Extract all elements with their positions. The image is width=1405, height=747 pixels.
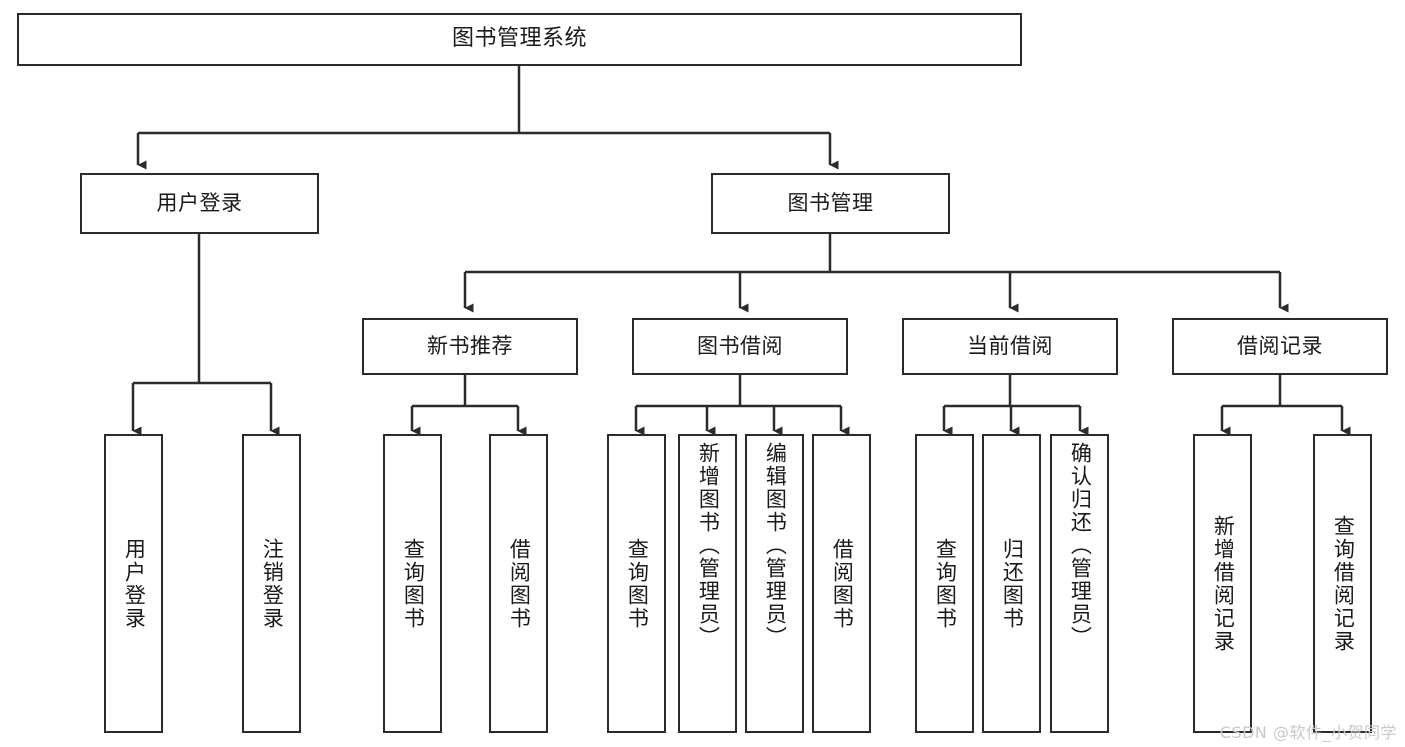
watermark-text: CSDN @软件_小贺同学 [1219, 723, 1397, 742]
node-label: 图书借阅 [697, 333, 783, 358]
node-root-book-management-system[interactable]: 图书管理系统 [17, 13, 1022, 66]
node-label: 查询借阅记录 [1331, 514, 1356, 653]
node-label: 新书推荐 [427, 333, 513, 358]
node-label: 查询图书 [933, 537, 958, 630]
node-user-login[interactable]: 用户登录 [80, 173, 319, 234]
node-leaf-confirm-return-admin[interactable]: 确认归还（管理员） [1050, 434, 1109, 733]
node-label: 确认归还（管理员） [1068, 442, 1093, 649]
node-current-borrow[interactable]: 当前借阅 [902, 318, 1118, 375]
node-leaf-query-book-current[interactable]: 查询图书 [915, 434, 974, 733]
node-leaf-return-book[interactable]: 归还图书 [982, 434, 1041, 733]
node-label: 编辑图书（管理员） [763, 442, 788, 649]
node-label: 借阅图书 [830, 537, 855, 630]
node-label: 借阅记录 [1237, 333, 1323, 358]
node-new-book-recommend[interactable]: 新书推荐 [362, 318, 578, 375]
node-leaf-edit-book-admin[interactable]: 编辑图书（管理员） [745, 434, 804, 733]
node-leaf-query-book-recommend[interactable]: 查询图书 [383, 434, 442, 733]
node-leaf-add-borrow-record[interactable]: 新增借阅记录 [1193, 434, 1252, 733]
node-borrow-record[interactable]: 借阅记录 [1172, 318, 1388, 375]
node-label: 新增图书（管理员） [696, 442, 721, 649]
node-label: 新增借阅记录 [1211, 514, 1236, 653]
node-leaf-query-borrow-record[interactable]: 查询借阅记录 [1313, 434, 1372, 733]
node-label: 用户登录 [122, 537, 147, 630]
node-label: 当前借阅 [967, 333, 1053, 358]
node-label: 借阅图书 [507, 537, 532, 630]
node-label: 图书管理 [787, 190, 874, 215]
node-book-borrow[interactable]: 图书借阅 [632, 318, 848, 375]
node-label: 图书管理系统 [451, 26, 587, 52]
node-label: 查询图书 [625, 537, 650, 630]
node-leaf-user-login[interactable]: 用户登录 [104, 434, 163, 733]
node-leaf-logout[interactable]: 注销登录 [242, 434, 301, 733]
node-label: 归还图书 [1000, 537, 1025, 630]
node-label: 用户登录 [156, 190, 243, 215]
node-leaf-query-book-borrow[interactable]: 查询图书 [607, 434, 666, 733]
node-leaf-add-book-admin[interactable]: 新增图书（管理员） [678, 434, 737, 733]
node-label: 查询图书 [401, 537, 426, 630]
node-book-management[interactable]: 图书管理 [711, 173, 950, 234]
node-leaf-borrow-book[interactable]: 借阅图书 [812, 434, 871, 733]
node-leaf-borrow-book-recommend[interactable]: 借阅图书 [489, 434, 548, 733]
node-label: 注销登录 [260, 537, 285, 630]
